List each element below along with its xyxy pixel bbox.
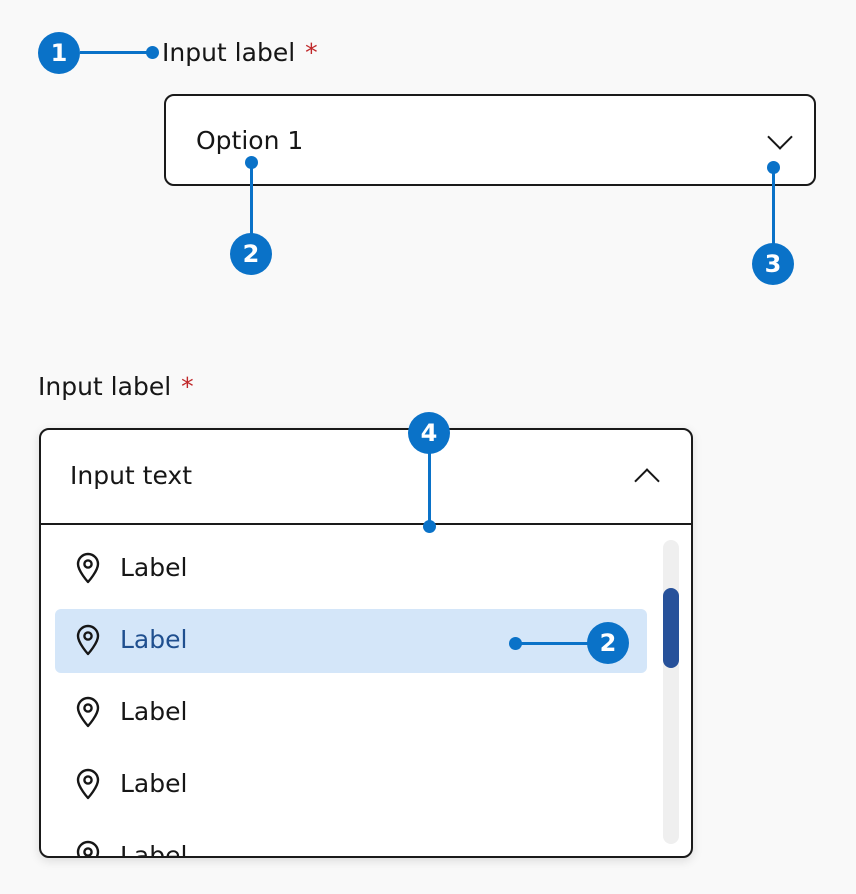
callout-connector [428,452,431,526]
callout-marker-4: 4 [408,412,450,454]
callout-marker-3: 3 [752,243,794,285]
callout-connector [772,167,775,245]
callout-anchor-dot [146,46,159,59]
callout-marker-2: 2 [230,233,272,275]
list-item-label: Label [120,625,188,654]
field-label-text: Input label [38,372,172,401]
location-pin-icon [76,696,100,728]
select-value: Option 1 [196,126,304,155]
callout-marker-1: 1 [38,32,80,74]
list-item[interactable]: Label [55,825,647,858]
field-label-bottom: Input label * [38,372,194,402]
scrollbar-thumb[interactable] [663,588,679,668]
required-asterisk: * [305,38,318,67]
callout-connector [80,51,152,54]
callout-connector [516,642,590,645]
callout-connector [250,162,253,236]
callout-marker-2: 2 [587,622,629,664]
list-item-label: Label [120,841,188,858]
list-item-selected[interactable]: Label [55,609,647,673]
chevron-up-icon[interactable] [634,468,660,494]
select-input-text: Input text [70,461,193,490]
callout-anchor-dot [509,637,522,650]
list-item[interactable]: Label [55,753,647,817]
select-closed[interactable]: Option 1 [164,94,816,186]
location-pin-icon [76,552,100,584]
select-header[interactable]: Input text [41,430,691,525]
chevron-down-icon[interactable] [767,124,793,150]
callout-anchor-dot [245,156,258,169]
options-list: Label Label Label Label Label [41,525,691,856]
location-pin-icon [76,768,100,800]
scrollbar-track[interactable] [663,540,679,844]
list-item-label: Label [120,553,188,582]
field-label-top: Input label * [162,38,318,68]
location-pin-icon [76,624,100,656]
list-item-label: Label [120,697,188,726]
list-item-label: Label [120,769,188,798]
list-item[interactable]: Label [55,681,647,745]
required-asterisk: * [181,372,194,401]
location-pin-icon [76,840,100,856]
list-item[interactable]: Label [55,537,647,601]
callout-anchor-dot [423,520,436,533]
callout-anchor-dot [767,161,780,174]
field-label-text: Input label [162,38,296,67]
